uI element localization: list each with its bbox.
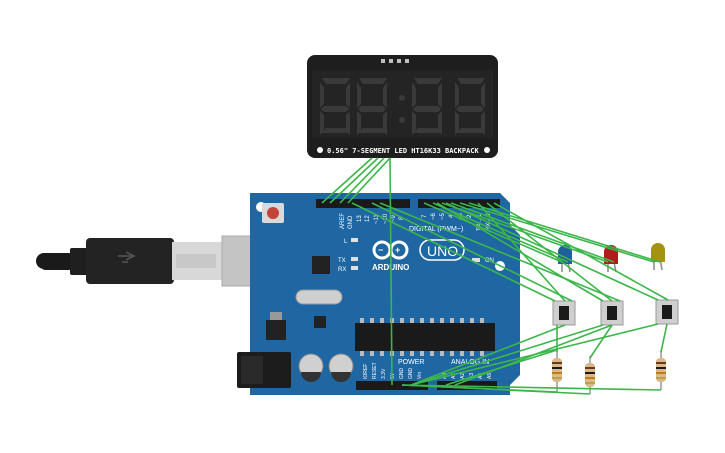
seven-segment-display[interactable]: 0.56" 7-SEGMENT LED HT16K33 BACKPACK	[307, 55, 498, 158]
power-label: POWER	[398, 359, 424, 366]
on-indicator	[472, 258, 480, 262]
pin-12-label: 12	[365, 215, 371, 222]
digit-1	[320, 78, 350, 135]
crystal	[295, 289, 343, 305]
pin-gnd-label: GND	[348, 215, 354, 229]
resistor-2[interactable]	[585, 356, 595, 394]
arduino-uno-board[interactable]: AREF GND 13 12 ~11 ~10 ~9 8 7 ~6 ~5 4 ~3…	[237, 193, 520, 395]
colon-top	[399, 95, 405, 101]
pin-4-label: 4	[449, 214, 455, 218]
pin-aref-label: AREF	[340, 213, 346, 229]
analog-a2-label: A2	[460, 373, 466, 379]
colon-bottom	[399, 117, 405, 123]
pin-1-label: TX→1	[477, 213, 483, 231]
usb-interface-chip	[312, 256, 330, 274]
pin-2-label: 2	[467, 214, 473, 218]
analog-a5-label: A5	[487, 373, 493, 379]
pwr-vin-label: Vin	[417, 372, 423, 379]
led-tx-label: TX	[338, 258, 346, 264]
push-button-3[interactable]	[655, 299, 679, 325]
usb-cable[interactable]	[36, 235, 287, 287]
pwr-gnd2-label: GND	[408, 368, 414, 380]
pin-6-label: ~6	[431, 212, 437, 220]
pwr-reset-label: RESET	[372, 362, 378, 379]
digit-2	[357, 78, 387, 135]
resistor-3[interactable]	[656, 350, 666, 390]
analog-a1-label: A1	[451, 373, 457, 379]
push-button-1[interactable]	[552, 300, 576, 326]
digit-4	[455, 78, 485, 135]
pin-5-label: ~5	[440, 212, 446, 220]
pin-11-label: ~11	[374, 214, 380, 224]
uno-model-text: UNO	[427, 243, 458, 259]
led-tx-indicator	[351, 257, 358, 261]
pwr-ioref-label: IOREF	[363, 364, 369, 379]
led-yellow[interactable]	[651, 243, 665, 271]
resistor-1[interactable]	[552, 350, 562, 392]
display-label: 0.56" 7-SEGMENT LED HT16K33 BACKPACK	[327, 147, 480, 155]
digit-3	[412, 78, 442, 135]
analog-a3-label: A3	[469, 373, 475, 379]
digital-header-right	[418, 199, 500, 208]
power-header	[356, 381, 428, 390]
voltage-regulator	[266, 320, 286, 340]
atmega-chip	[355, 323, 495, 351]
led-rx-label: RX	[338, 267, 346, 273]
pwr-5v-label: 5V	[390, 372, 396, 379]
pwr-gnd1-label: GND	[399, 368, 405, 380]
digital-header-left	[316, 199, 410, 208]
pin-9-label: ~9	[391, 214, 397, 222]
pin-13-label: 13	[357, 215, 363, 222]
wires[interactable]	[321, 157, 669, 395]
svg-text:−: −	[378, 245, 383, 255]
pin-7-label: 7	[422, 214, 428, 218]
svg-text:+: +	[395, 245, 400, 255]
pwr-3v3-label: 3.3V	[381, 368, 387, 379]
led-l-label: L	[344, 239, 348, 245]
push-button-2[interactable]	[600, 300, 624, 326]
digital-pwm-label: DIGITAL (PWM~)	[409, 226, 463, 233]
led-l-indicator	[351, 238, 358, 242]
led-rx-indicator	[351, 266, 358, 270]
